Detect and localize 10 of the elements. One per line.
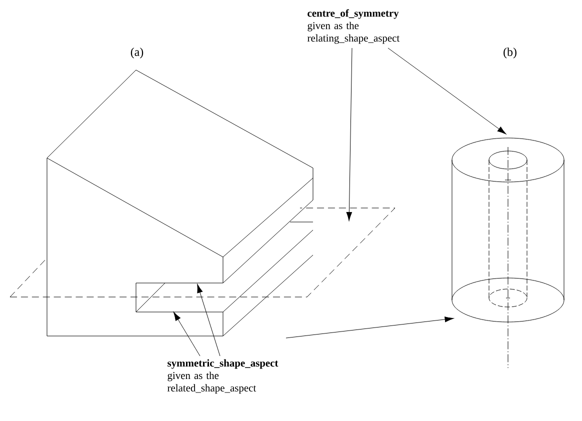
panel-label: (b): [504, 48, 516, 58]
leader-arrow: [173, 312, 200, 356]
leader-arrow: [286, 316, 454, 338]
leader-arrow: [197, 284, 220, 356]
leader-arrow: [388, 48, 506, 134]
leader-arrow: [346, 48, 352, 221]
cylinder-drawing: [452, 138, 564, 368]
callout-text: symmetric_shape_aspect given as the related_shape_aspect: [167, 359, 278, 394]
callout-text: centre_of_symmetry given as the relating_shape_aspect: [307, 9, 400, 44]
panel-label: (a): [130, 48, 144, 58]
